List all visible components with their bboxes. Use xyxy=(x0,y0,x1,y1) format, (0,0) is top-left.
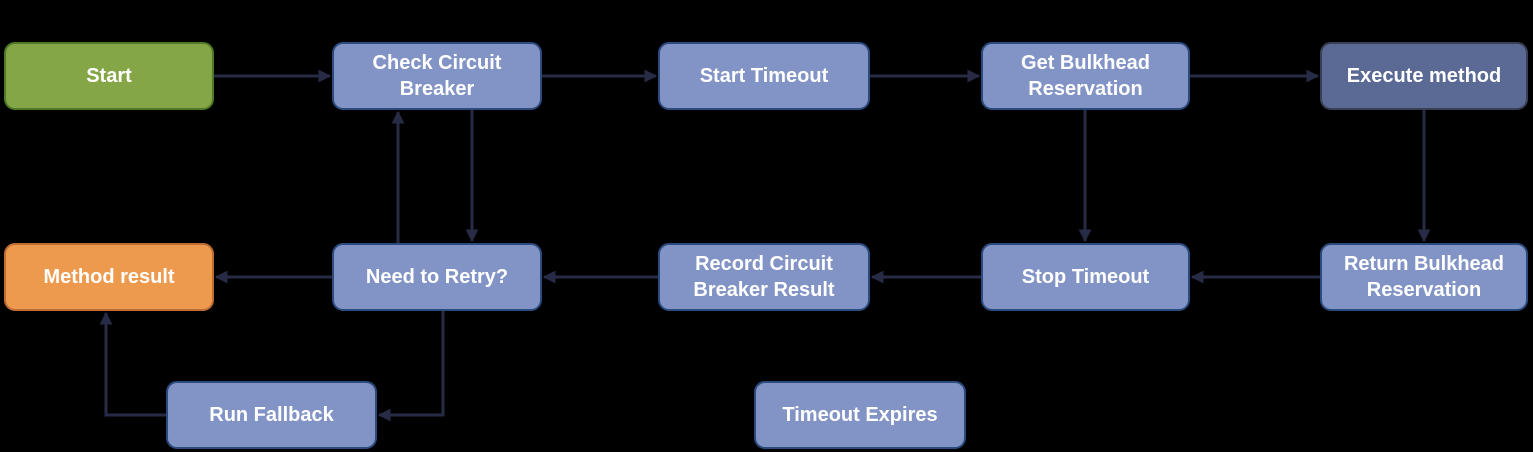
edge-need-to-retry-to-run-fallback xyxy=(377,311,445,422)
node-label-method-result: Method result xyxy=(43,266,175,288)
node-stop-timeout: Stop Timeout xyxy=(981,243,1190,311)
node-label-timeout-expires: Timeout Expires xyxy=(782,404,938,426)
node-label-start-timeout: Start Timeout xyxy=(699,65,829,87)
node-label-execute-method: Execute method xyxy=(1346,65,1502,87)
node-label-record-circuit-breaker-result: Record Circuit Breaker Result xyxy=(693,253,835,301)
node-label-get-bulkhead-reservation: Get Bulkhead Reservation xyxy=(1021,52,1150,100)
node-label-need-to-retry: Need to Retry? xyxy=(365,266,509,288)
node-method-result: Method result xyxy=(4,243,214,311)
node-run-fallback: Run Fallback xyxy=(166,381,377,449)
node-return-bulkhead-reservation: Return Bulkhead Reservation xyxy=(1320,243,1528,311)
node-get-bulkhead-reservation: Get Bulkhead Reservation xyxy=(981,42,1190,110)
node-label-return-bulkhead-reservation: Return Bulkhead Reservation xyxy=(1343,253,1505,301)
node-execute-method: Execute method xyxy=(1320,42,1528,110)
node-label-check-circuit-breaker: Check Circuit Breaker xyxy=(372,52,502,100)
node-label-start: Start xyxy=(86,65,132,87)
node-label-stop-timeout: Stop Timeout xyxy=(1021,266,1150,288)
node-record-circuit-breaker-result: Record Circuit Breaker Result xyxy=(658,243,870,311)
node-need-to-retry: Need to Retry? xyxy=(332,243,542,311)
node-check-circuit-breaker: Check Circuit Breaker xyxy=(332,42,542,110)
edge-run-fallback-to-method-result xyxy=(99,311,166,417)
node-start-timeout: Start Timeout xyxy=(658,42,870,110)
node-start: Start xyxy=(4,42,214,110)
node-timeout-expires: Timeout Expires xyxy=(754,381,966,449)
node-label-run-fallback: Run Fallback xyxy=(209,404,334,426)
